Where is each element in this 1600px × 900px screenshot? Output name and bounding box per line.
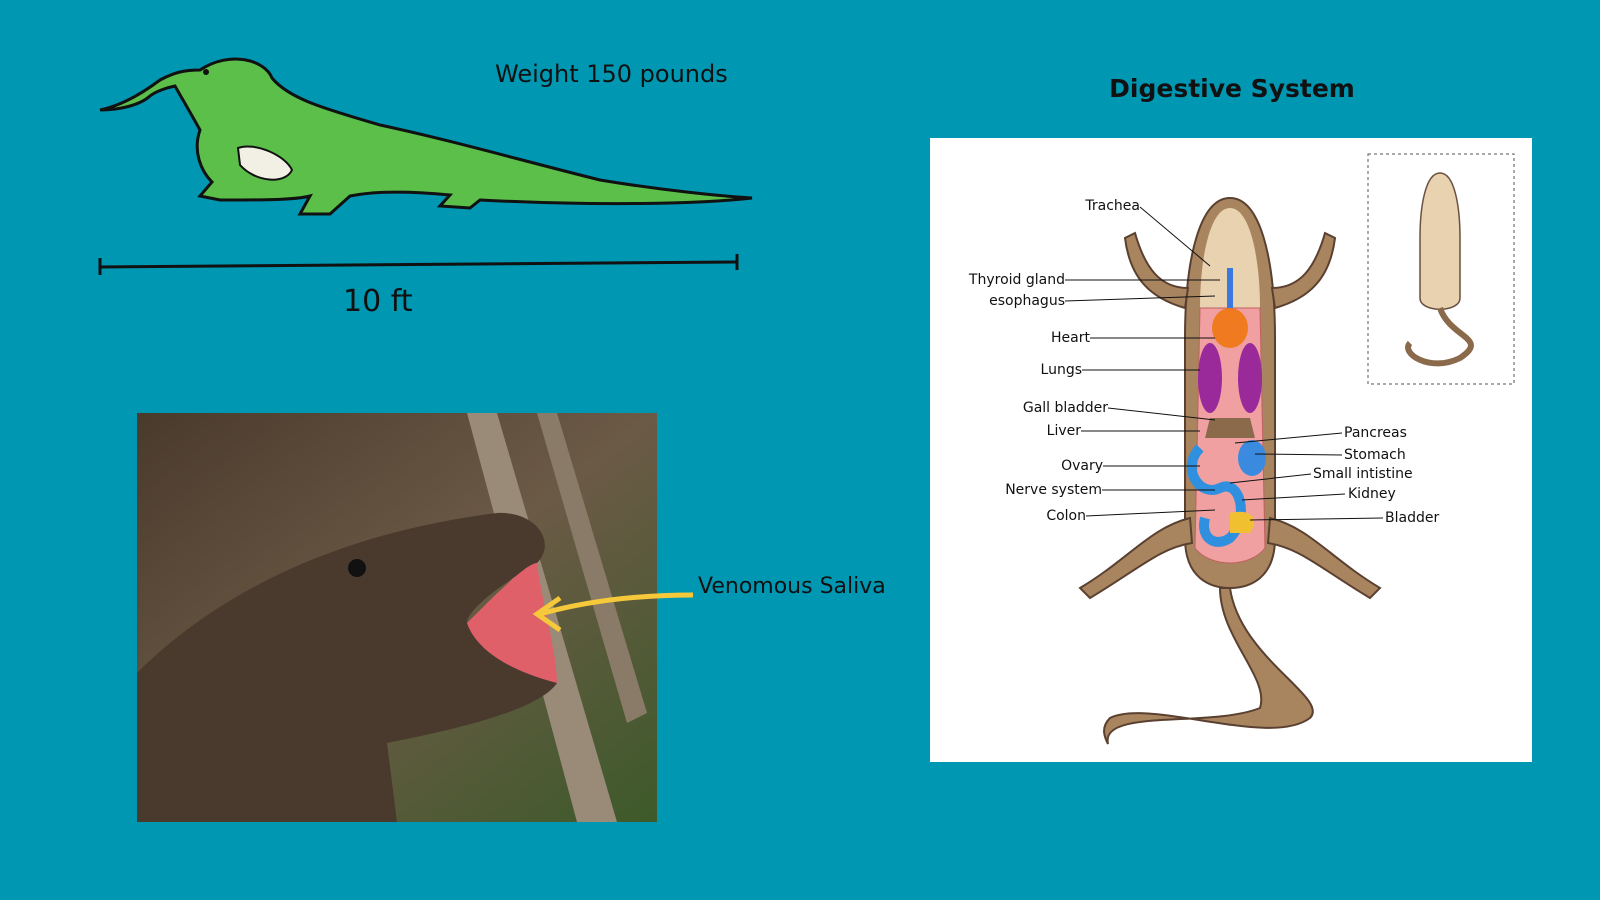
label-kidney: Kidney — [1348, 486, 1396, 502]
label-ovary: Ovary — [1061, 458, 1103, 474]
label-thyroid-gland: Thyroid gland — [968, 272, 1065, 288]
label-small-intestine: Small intistine — [1313, 466, 1413, 482]
komodo-mouth-photo — [137, 413, 657, 822]
label-heart: Heart — [1051, 330, 1090, 346]
label-nerve-system: Nerve system — [1005, 482, 1102, 498]
label-trachea: Trachea — [1085, 198, 1140, 214]
label-esophagus: esophagus — [989, 293, 1065, 309]
venomous-saliva-label: Venomous Saliva — [698, 574, 886, 599]
diagram-title: Digestive System — [1109, 74, 1355, 103]
label-colon: Colon — [1046, 508, 1086, 524]
label-stomach: Stomach — [1344, 447, 1406, 463]
label-liver: Liver — [1046, 423, 1081, 439]
label-bladder: Bladder — [1385, 510, 1440, 526]
weight-label: Weight 150 pounds — [495, 60, 728, 88]
digestive-diagram: Trachea Thyroid gland esophagus Heart Lu… — [930, 138, 1532, 762]
label-gall-bladder: Gall bladder — [1022, 400, 1108, 416]
length-label: 10 ft — [343, 284, 413, 319]
label-pancreas: Pancreas — [1344, 425, 1407, 441]
label-lungs: Lungs — [1040, 362, 1082, 378]
